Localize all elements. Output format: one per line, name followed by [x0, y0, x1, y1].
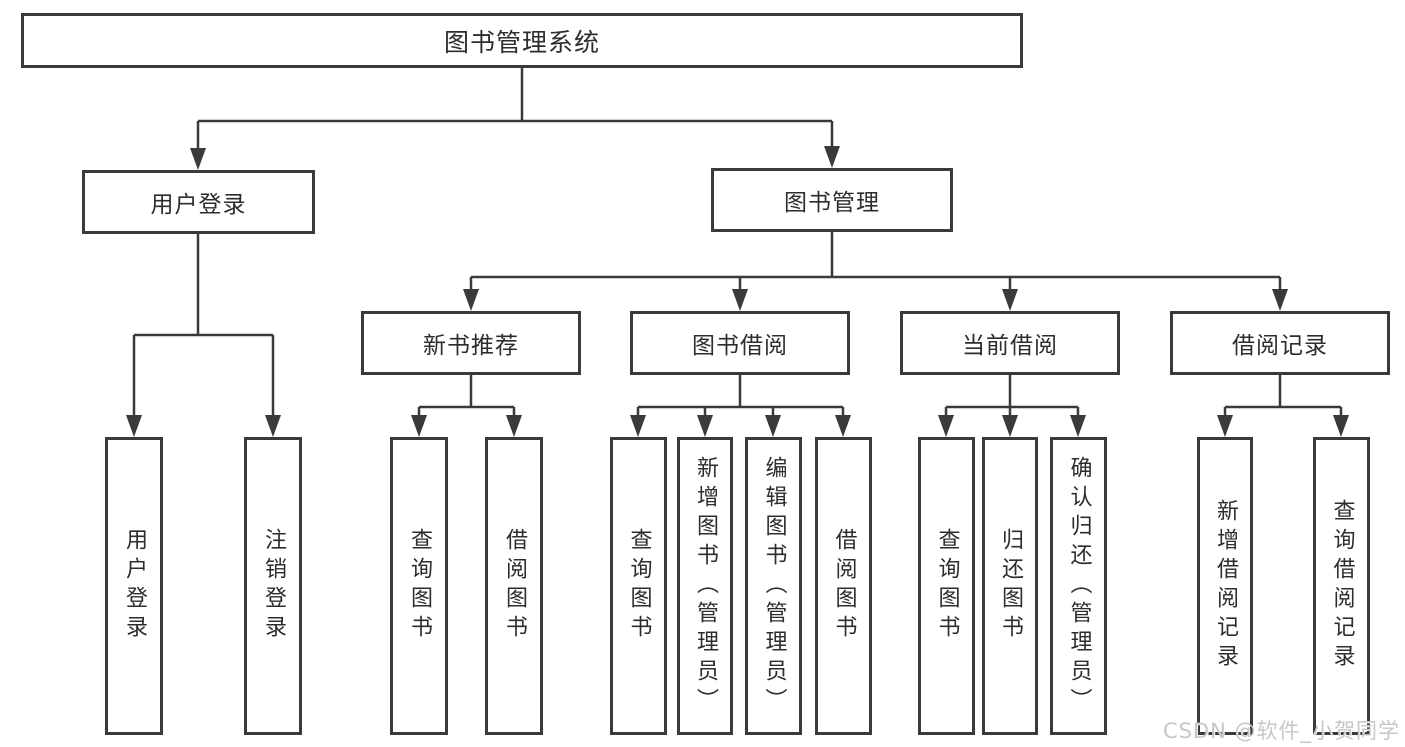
- arrow-icon: [126, 415, 142, 437]
- arrow-icon: [506, 415, 522, 437]
- node-new-book-recommend-label: 新书推荐: [423, 333, 519, 359]
- arrow-icon: [1272, 289, 1288, 311]
- arrowheads: [126, 146, 1349, 437]
- node-user-login: 用户登录: [82, 170, 315, 234]
- node-new-book-recommend: 新书推荐: [361, 311, 581, 375]
- leaf-borrow-borrow-books-label: 借阅图书: [831, 528, 857, 644]
- leaf-records-add-record-label: 新增借阅记录: [1213, 499, 1238, 673]
- leaf-records-add-record: 新增借阅记录: [1197, 437, 1253, 735]
- leaf-current-confirm-return-admin-label: 确认归还（管理员）: [1066, 455, 1092, 717]
- node-book-management: 图书管理: [711, 168, 953, 232]
- connector-recommend-children: [417, 375, 516, 420]
- leaf-borrow-borrow-books: 借阅图书: [815, 437, 872, 735]
- leaf-records-query-record: 查询借阅记录: [1313, 437, 1370, 735]
- leaf-current-confirm-return-admin: 确认归还（管理员）: [1050, 437, 1107, 735]
- arrow-icon: [1333, 415, 1349, 437]
- arrow-icon: [765, 415, 781, 437]
- leaf-user-login: 用户登录: [105, 437, 163, 735]
- leaf-records-query-record-label: 查询借阅记录: [1329, 499, 1355, 673]
- leaf-recommend-query-books-label: 查询图书: [407, 528, 432, 644]
- connector-records-children: [1223, 375, 1343, 420]
- leaf-borrow-add-books-admin-label: 新增图书（管理员）: [693, 455, 718, 717]
- leaf-borrow-edit-books-admin: 编辑图书（管理员）: [745, 437, 802, 735]
- node-book-borrow-label: 图书借阅: [692, 333, 788, 359]
- node-current-borrow-label: 当前借阅: [962, 333, 1058, 359]
- node-borrow-records: 借阅记录: [1170, 311, 1390, 375]
- leaf-recommend-borrow-books: 借阅图书: [485, 437, 543, 735]
- arrow-icon: [697, 415, 713, 437]
- connector-current-children: [944, 375, 1080, 420]
- node-current-borrow: 当前借阅: [900, 311, 1120, 375]
- leaf-logout-label: 注销登录: [261, 528, 286, 644]
- arrow-icon: [411, 415, 427, 437]
- arrow-icon: [1217, 415, 1233, 437]
- leaf-borrow-edit-books-admin-label: 编辑图书（管理员）: [761, 455, 787, 717]
- arrow-icon: [463, 289, 479, 311]
- leaf-current-query-books: 查询图书: [918, 437, 975, 735]
- leaf-logout: 注销登录: [244, 437, 302, 735]
- leaf-current-return-books: 归还图书: [982, 437, 1038, 735]
- leaf-user-login-label: 用户登录: [122, 528, 147, 644]
- leaf-recommend-borrow-books-label: 借阅图书: [502, 528, 527, 644]
- node-user-login-label: 用户登录: [150, 192, 247, 218]
- arrow-icon: [1070, 415, 1086, 437]
- arrow-icon: [732, 289, 748, 311]
- node-book-management-label: 图书管理: [784, 190, 880, 216]
- arrow-icon: [1002, 415, 1018, 437]
- arrow-icon: [938, 415, 954, 437]
- connector-book-management-children: [469, 232, 1282, 294]
- leaf-borrow-query-books: 查询图书: [610, 437, 667, 735]
- leaf-current-query-books-label: 查询图书: [934, 528, 960, 644]
- node-borrow-records-label: 借阅记录: [1232, 333, 1328, 359]
- node-root: 图书管理系统: [21, 13, 1023, 68]
- connector-user-login-children: [132, 234, 275, 420]
- arrow-icon: [1002, 289, 1018, 311]
- leaf-borrow-add-books-admin: 新增图书（管理员）: [677, 437, 733, 735]
- arrow-icon: [835, 415, 851, 437]
- connector-borrow-children: [636, 375, 845, 420]
- leaf-current-return-books-label: 归还图书: [998, 528, 1023, 644]
- arrow-icon: [190, 148, 206, 170]
- node-root-label: 图书管理系统: [443, 27, 600, 57]
- leaf-recommend-query-books: 查询图书: [390, 437, 448, 735]
- arrow-icon: [824, 146, 840, 168]
- arrow-icon: [630, 415, 646, 437]
- leaf-borrow-query-books-label: 查询图书: [626, 528, 652, 644]
- csdn-watermark: CSDN @软件_小贺同学: [1162, 719, 1400, 743]
- connector-root-to-level2: [196, 68, 834, 152]
- node-book-borrow: 图书借阅: [630, 311, 850, 375]
- arrow-icon: [265, 415, 281, 437]
